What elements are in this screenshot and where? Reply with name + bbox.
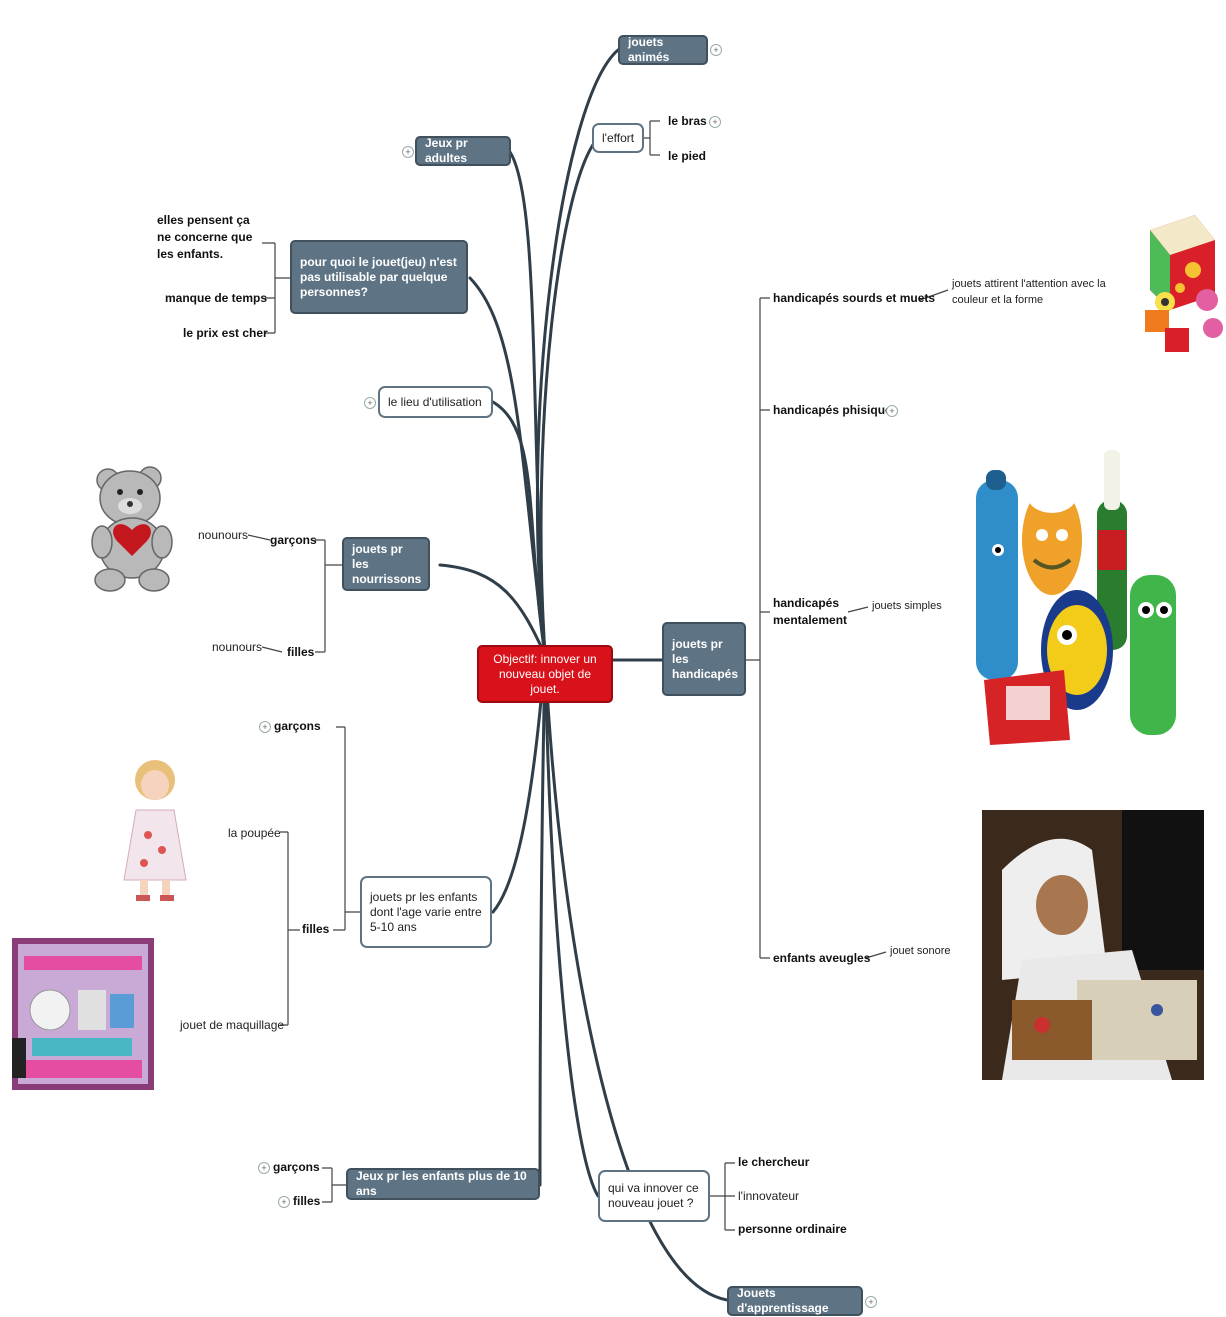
expand-icon[interactable]: + — [364, 397, 376, 409]
expand-icon[interactable]: + — [402, 146, 414, 158]
node-plus-10-label: Jeux pr les enfants plus de 10 ans — [356, 1169, 527, 1198]
node-age-5-10[interactable]: jouets pr les enfants dont l'age varie e… — [360, 876, 492, 948]
leaf-sourds-detail: jouets attirent l'attention avec la coul… — [952, 278, 1106, 306]
leaf-filles-10: filles — [293, 1194, 321, 1208]
leaf-garcons-10: garçons — [273, 1160, 320, 1174]
leaf-nounours-garcons: nounours — [198, 528, 249, 542]
teddy-bear-image — [91, 466, 173, 592]
node-adultes[interactable]: Jeux pr adultes — [415, 136, 511, 166]
leaf-aveugles: enfants aveugles — [773, 951, 871, 965]
node-effort[interactable]: l'effort — [592, 123, 644, 153]
node-pourquoi[interactable]: pour quoi le jouet(jeu) n'est pas utilis… — [290, 240, 468, 314]
leaf-personne: personne ordinaire — [738, 1222, 847, 1236]
doll-image — [123, 760, 187, 901]
node-lieu-label: le lieu d'utilisation — [388, 394, 482, 409]
leaf-aveugles-detail: jouet sonore — [890, 945, 951, 957]
leaf-reason-2: manque de temps — [165, 291, 268, 305]
node-plus-10[interactable]: Jeux pr les enfants plus de 10 ans — [346, 1168, 540, 1200]
leaf-mental-detail: jouets simples — [872, 600, 942, 612]
leaf-reason-1: elles pensent ça ne concerne que les enf… — [157, 213, 253, 261]
expand-icon[interactable]: + — [278, 1196, 290, 1208]
leaf-filles-5-10: filles — [302, 922, 330, 936]
leaf-pied: le pied — [668, 149, 707, 163]
node-pourquoi-label: pour quoi le jouet(jeu) n'est pas utilis… — [300, 254, 457, 299]
leaf-filles: filles — [287, 645, 315, 659]
leaf-garcons: garçons — [270, 533, 317, 547]
leaf-mental: handicapés mentalement — [773, 596, 848, 627]
photo-image — [982, 810, 1204, 1080]
makeup-kit-image — [12, 938, 154, 1090]
simple-toys-image — [976, 450, 1176, 745]
central-topic[interactable]: Objectif: innover un nouveau objet de jo… — [477, 645, 613, 703]
node-age-5-10-label: jouets pr les enfants dont l'age varie e… — [370, 889, 482, 934]
expand-icon[interactable]: + — [886, 405, 898, 417]
expand-icon[interactable]: + — [710, 44, 722, 56]
node-nourrissons[interactable]: jouets pr les nourrissons — [342, 537, 430, 591]
node-lieu[interactable]: le lieu d'utilisation — [378, 386, 493, 418]
node-qui[interactable]: qui va innover ce nouveau jouet ? — [598, 1170, 710, 1222]
node-jouets-animes[interactable]: jouets animés — [618, 35, 708, 65]
node-adultes-label: Jeux pr adultes — [425, 136, 468, 165]
leaf-bras: le bras — [668, 114, 707, 128]
leaf-sourds: handicapés sourds et muets — [773, 291, 936, 305]
node-apprentissage[interactable]: Jouets d'apprentissage — [727, 1286, 863, 1316]
leaf-poupee: la poupée — [228, 826, 281, 840]
node-nourrissons-label: jouets pr les nourrissons — [352, 541, 422, 586]
leaf-garcons-5-10: garçons — [274, 719, 321, 733]
leaf-maquillage: jouet de maquillage — [180, 1018, 285, 1032]
expand-icon[interactable]: + — [258, 1162, 270, 1174]
leaf-chercheur: le chercheur — [738, 1155, 810, 1169]
node-apprentissage-label: Jouets d'apprentissage — [737, 1286, 829, 1315]
central-topic-label: Objectif: innover un nouveau objet de jo… — [493, 651, 597, 696]
leaf-nounours-filles: nounours — [212, 640, 263, 654]
node-handicapes[interactable]: jouets pr les handicapés — [662, 622, 746, 696]
expand-icon[interactable]: + — [865, 1296, 877, 1308]
node-qui-label: qui va innover ce nouveau jouet ? — [608, 1181, 699, 1210]
expand-icon[interactable]: + — [709, 116, 721, 128]
node-handicapes-label: jouets pr les handicapés — [672, 636, 739, 681]
node-effort-label: l'effort — [602, 130, 635, 145]
leaf-physique: handicapés phisique — [773, 403, 892, 417]
node-jouets-animes-label: jouets animés — [628, 35, 670, 64]
leaf-reason-3: le prix est cher — [183, 326, 268, 340]
shape-sorter-toy-image — [1145, 215, 1223, 352]
expand-icon[interactable]: + — [259, 721, 271, 733]
leaf-innovateur: l'innovateur — [738, 1189, 799, 1203]
